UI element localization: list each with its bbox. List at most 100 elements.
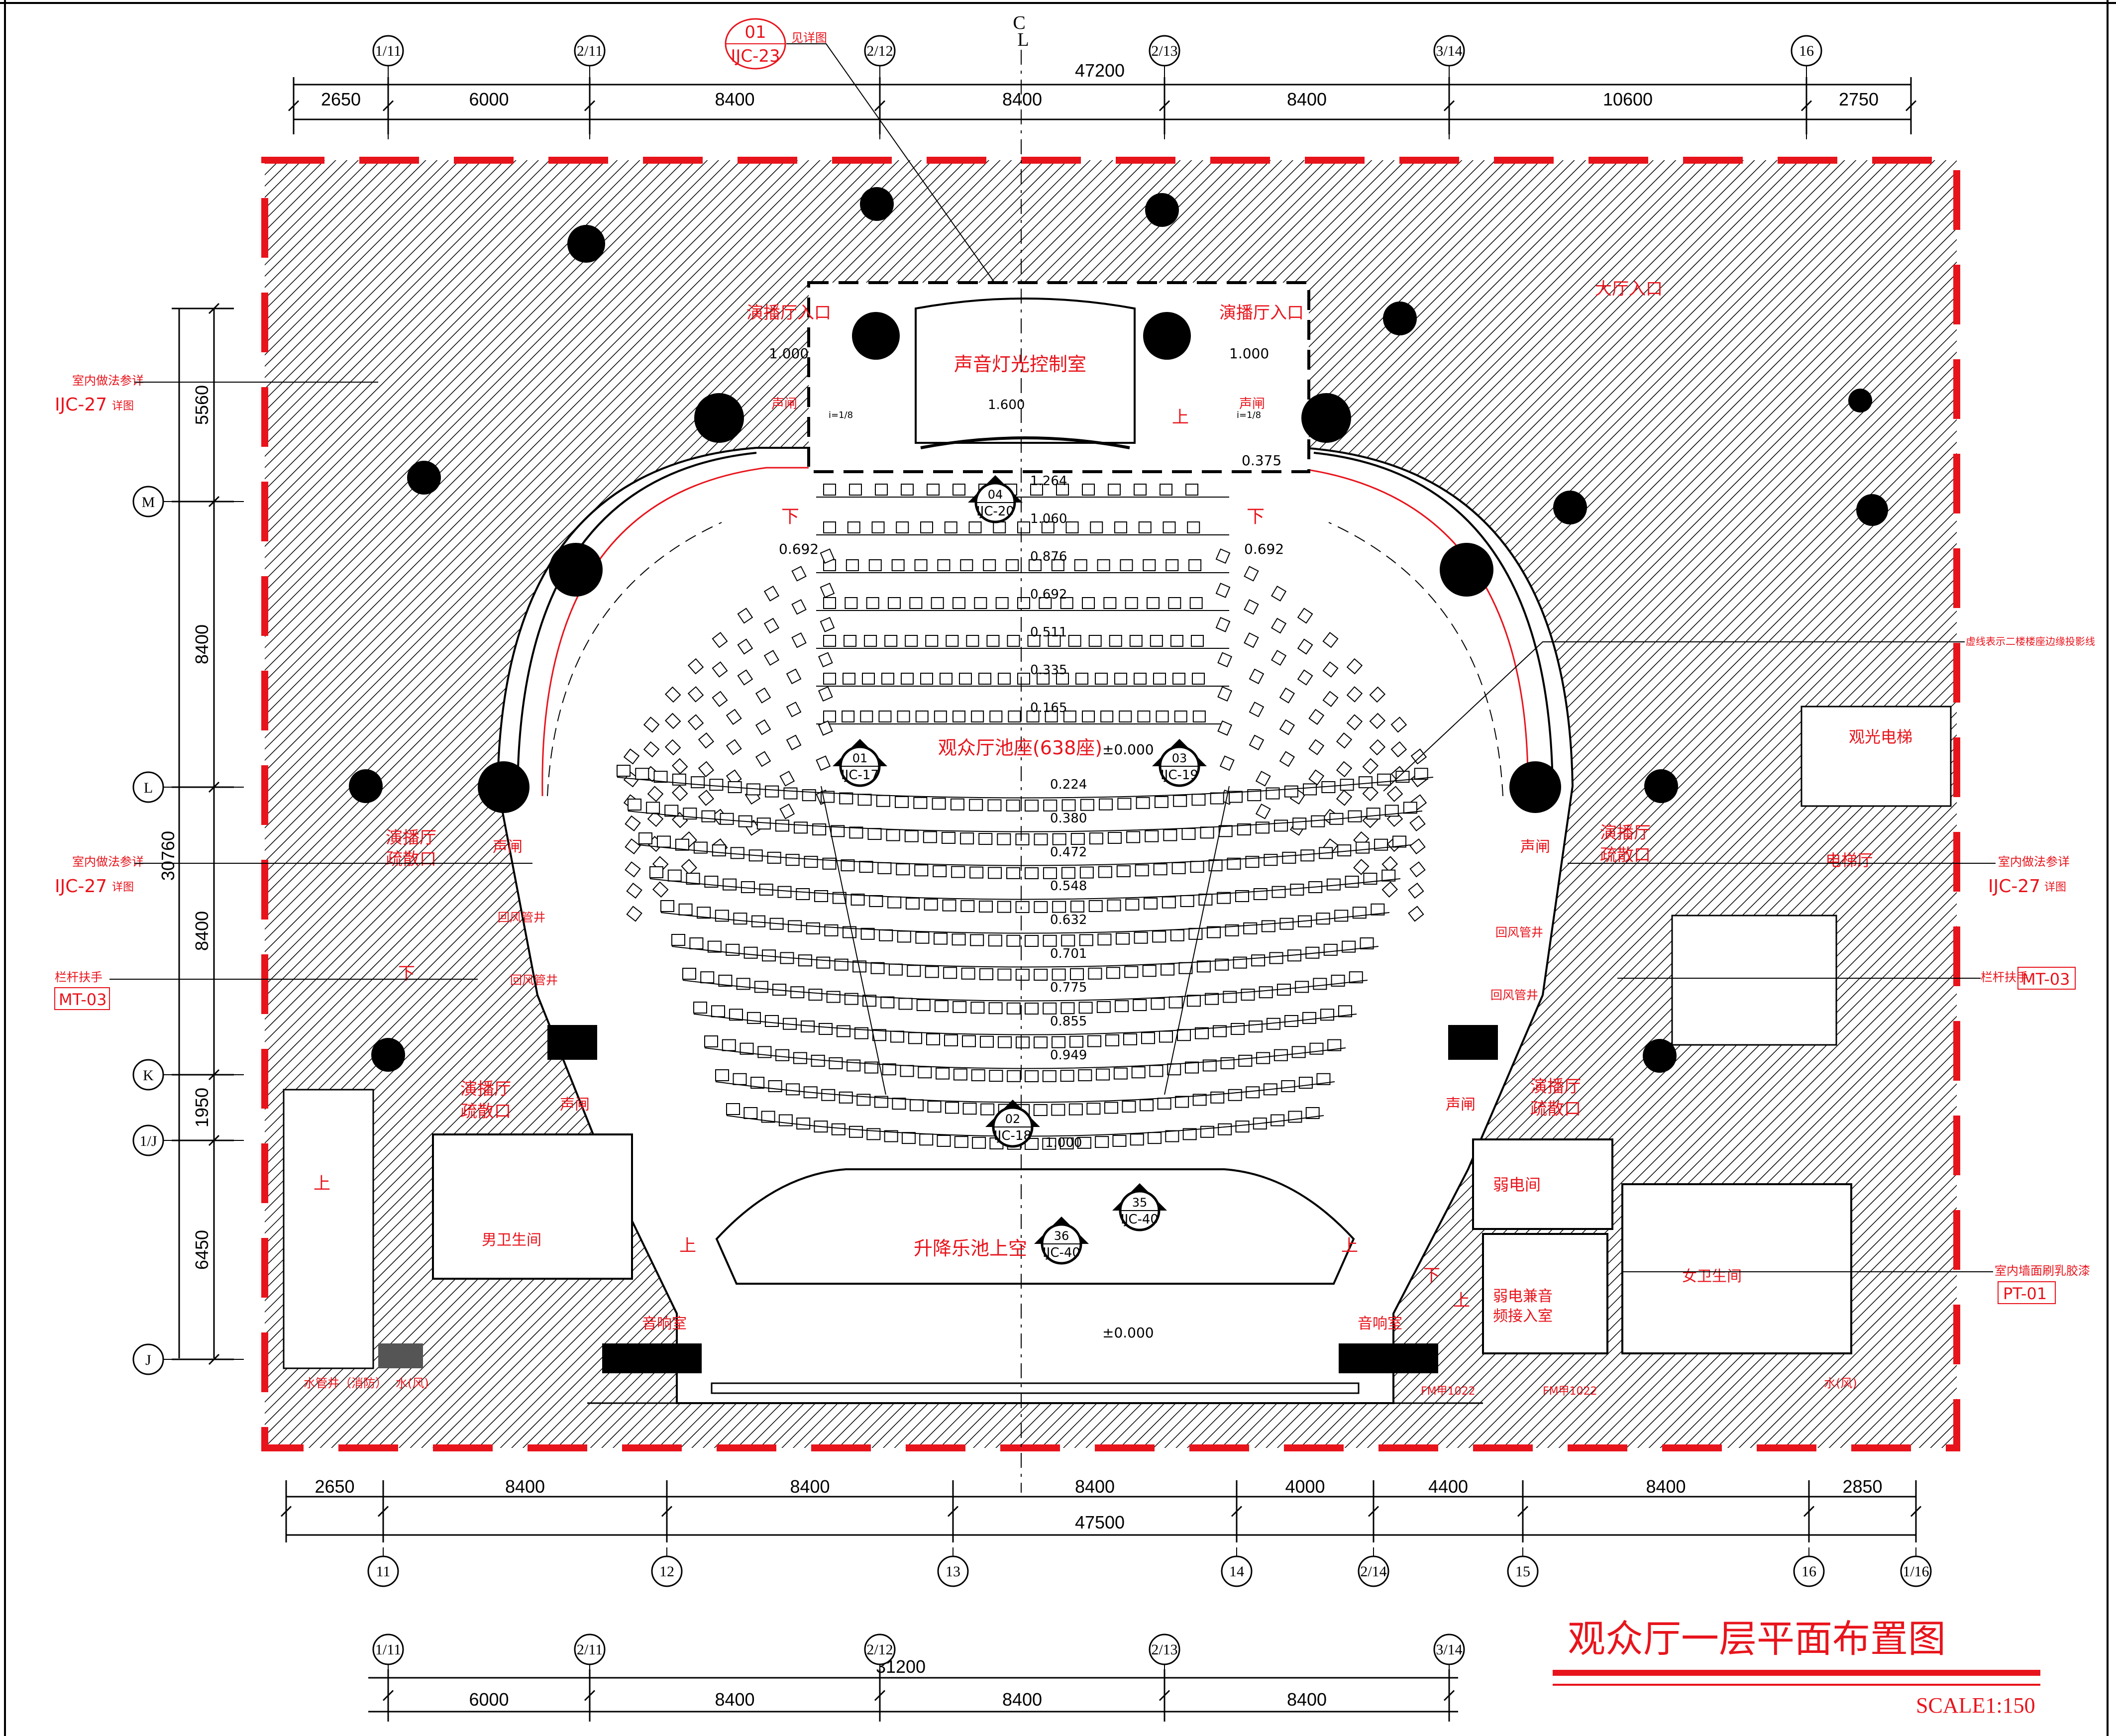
seat bbox=[698, 732, 715, 749]
seat bbox=[1290, 883, 1304, 896]
seat bbox=[1006, 934, 1021, 947]
seat bbox=[1217, 720, 1233, 736]
seat bbox=[804, 856, 818, 868]
seat bbox=[1168, 597, 1181, 609]
wall-paint-note: 室内墙面刷乳胶漆 bbox=[1995, 1264, 2090, 1278]
seat bbox=[779, 803, 795, 819]
seat bbox=[959, 673, 972, 685]
axis-label: 1/11 bbox=[375, 1641, 401, 1658]
seat bbox=[831, 1123, 846, 1135]
seat bbox=[737, 638, 753, 655]
seat bbox=[1235, 1121, 1250, 1133]
seat bbox=[1173, 795, 1187, 807]
seat bbox=[1186, 995, 1201, 1007]
seat bbox=[1140, 1099, 1154, 1112]
seat bbox=[844, 635, 857, 647]
seat bbox=[1337, 844, 1352, 857]
seat bbox=[743, 946, 758, 959]
dim-slash bbox=[382, 1690, 394, 1701]
axis-label: 3/14 bbox=[1436, 1641, 1462, 1658]
seat bbox=[1270, 617, 1287, 634]
seat bbox=[1308, 739, 1325, 755]
front-level: 0.775 bbox=[1050, 980, 1087, 995]
seat bbox=[628, 799, 641, 811]
seat bbox=[1163, 829, 1177, 841]
seat bbox=[908, 1032, 922, 1044]
seat bbox=[1143, 559, 1156, 571]
section-marker-num: 04 bbox=[988, 488, 1003, 502]
seat bbox=[1302, 1012, 1316, 1024]
seat bbox=[1116, 865, 1131, 878]
seat bbox=[625, 815, 641, 831]
section-marker-num: 35 bbox=[1132, 1196, 1148, 1210]
seat bbox=[1259, 986, 1273, 999]
seat bbox=[1316, 1073, 1331, 1085]
seat bbox=[1279, 918, 1294, 930]
interior-note-left-top: 室内做法参详 bbox=[72, 374, 144, 388]
seat bbox=[1284, 785, 1298, 798]
seat bbox=[786, 1083, 800, 1096]
seat bbox=[1220, 1057, 1235, 1069]
seat bbox=[638, 832, 652, 844]
row-curve bbox=[638, 844, 1412, 866]
seat bbox=[712, 661, 728, 678]
up-arrow-far-left: 上 bbox=[314, 1174, 330, 1194]
left-room bbox=[283, 1089, 374, 1369]
seat bbox=[997, 833, 1011, 845]
weak-av-room bbox=[1482, 1233, 1608, 1354]
seat bbox=[1281, 1080, 1295, 1092]
column-9 bbox=[549, 543, 603, 597]
column-19 bbox=[1848, 389, 1872, 412]
dim-slash bbox=[377, 1506, 389, 1517]
seat bbox=[839, 1091, 853, 1104]
stage-edge bbox=[711, 1382, 1360, 1394]
row-level: 0.165 bbox=[1030, 701, 1067, 715]
seat bbox=[1080, 799, 1094, 811]
seat bbox=[1096, 1068, 1110, 1081]
detail-callout-num: 01 bbox=[744, 22, 766, 42]
dim-segment: 8400 bbox=[715, 89, 754, 109]
dim-segment: 6450 bbox=[192, 1230, 212, 1270]
seat bbox=[1059, 1137, 1074, 1150]
seat bbox=[1187, 521, 1200, 533]
axis-label: 2/11 bbox=[577, 43, 603, 59]
dim-slash bbox=[1803, 1506, 1815, 1517]
side-level-left: 0.692 bbox=[779, 541, 819, 557]
seat bbox=[1119, 711, 1132, 722]
evac-left-lower-1: 演播厅 bbox=[460, 1079, 511, 1099]
seat bbox=[671, 934, 685, 946]
section-marker-ref: IJC-19 bbox=[1161, 768, 1198, 783]
seat bbox=[656, 835, 671, 848]
axis-label: 2/12 bbox=[866, 43, 893, 59]
weak-av-label-1: 弱电兼音 bbox=[1493, 1288, 1553, 1305]
evac-left-lower-2: 疏散口 bbox=[460, 1102, 511, 1122]
seat bbox=[626, 906, 642, 922]
seat bbox=[937, 1134, 951, 1147]
seat bbox=[757, 1046, 772, 1058]
weak-av-label-2: 频接入室 bbox=[1493, 1308, 1553, 1325]
seat bbox=[647, 786, 664, 802]
seat bbox=[704, 1035, 718, 1047]
row-curve bbox=[628, 811, 1423, 832]
seat bbox=[1135, 864, 1149, 877]
seat bbox=[924, 898, 938, 911]
dim-segment: 8400 bbox=[505, 1476, 545, 1497]
seat bbox=[1228, 1089, 1242, 1101]
seat bbox=[1270, 1114, 1285, 1126]
seat bbox=[1409, 861, 1426, 878]
seating-rows bbox=[547, 484, 1503, 1150]
seat bbox=[1109, 635, 1122, 647]
seat bbox=[867, 828, 882, 840]
seat bbox=[1017, 673, 1030, 685]
axis-label: M bbox=[142, 494, 155, 511]
section-marker-num: 02 bbox=[1005, 1112, 1021, 1126]
seat bbox=[1322, 661, 1339, 678]
seat bbox=[919, 1133, 934, 1146]
seat bbox=[952, 933, 966, 946]
seat bbox=[1098, 866, 1112, 878]
seat bbox=[1244, 566, 1259, 582]
seat bbox=[1126, 831, 1141, 843]
seat bbox=[1138, 521, 1152, 533]
seat bbox=[1217, 652, 1233, 668]
seat bbox=[1025, 1003, 1039, 1015]
